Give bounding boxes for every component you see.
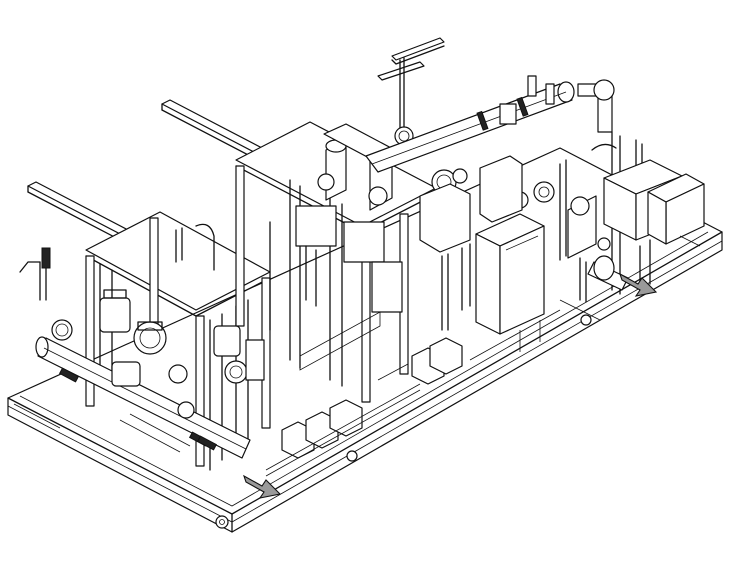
detail-lines — [13, 235, 701, 453]
cable-tray — [265, 309, 561, 477]
lifting-lug-front — [215, 515, 229, 529]
electrical-cabinet-center — [475, 213, 545, 335]
lifting-lug-right — [346, 314, 592, 462]
top-header-pipe — [365, 79, 615, 173]
flow-arrow-left — [243, 474, 282, 499]
center-valve-row — [419, 75, 555, 331]
flow-arrow-right — [619, 272, 658, 297]
junction-boxes-front — [281, 337, 463, 459]
overhead-beam-top-short — [377, 37, 445, 131]
main-header-pipe — [35, 336, 251, 459]
left-inner-valves — [175, 223, 265, 384]
left-valve-cluster — [19, 247, 195, 419]
right-cabinets — [603, 159, 705, 245]
